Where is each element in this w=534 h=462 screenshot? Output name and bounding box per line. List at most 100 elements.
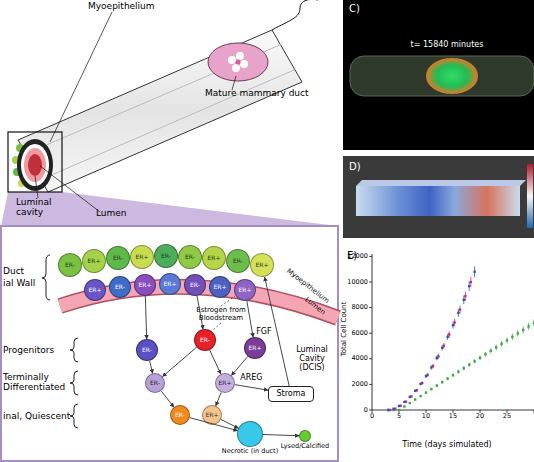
zoom-square (8, 132, 62, 192)
epithelial-cell: ER- (184, 274, 206, 296)
receptor-label: ER- (65, 262, 75, 268)
progenitor-cell: ER- (194, 329, 216, 351)
tick-label: 6000 (340, 330, 368, 337)
lineage-arrow (161, 391, 174, 407)
lineage-arrow (150, 361, 153, 374)
receptor-label: ER+ (239, 287, 252, 293)
annotation-label: Luminal cavity (16, 197, 61, 218)
differentiated-cell: ER- (145, 373, 165, 393)
simulation-panel (343, 0, 534, 150)
stroma-box: Stroma (268, 386, 314, 402)
tick-label: 10 (416, 413, 436, 420)
receptor-label: ER- (150, 380, 160, 386)
receptor-label: ER- (200, 337, 210, 343)
lineage-arrow (235, 385, 268, 391)
render-bar-top (356, 180, 526, 186)
annotation-label: Lumen (96, 208, 136, 218)
brace (70, 338, 78, 362)
duct-tube (18, 30, 302, 192)
lineage-arrow (263, 434, 299, 435)
duct-ring (17, 139, 53, 191)
tick-label: 2000 (340, 381, 368, 388)
duct-ring (21, 144, 49, 186)
receptor-label: ER+ (249, 345, 262, 351)
receptor-label: ER+ (139, 282, 152, 288)
duct-tumor-blob (208, 43, 268, 81)
annotation-label: Mature mammary duct (205, 88, 315, 98)
cell-caption: Necrotic (in duct) (222, 448, 278, 455)
cell-dot (232, 64, 240, 72)
receptor-label: ER- (175, 412, 185, 418)
epithelial-cell: ER- (58, 253, 82, 277)
lineage-arrow (232, 356, 248, 375)
annotation-label: ial Wall (3, 278, 48, 288)
colorbar (527, 164, 533, 228)
zoom-wedge (1, 192, 338, 226)
cell-caption: Lysed/Calcified (281, 443, 330, 450)
receptor-label: ER+ (88, 258, 101, 264)
signal-label: FGF (256, 328, 271, 336)
annotation-label: Duct (3, 266, 48, 276)
lineage-arrow (216, 392, 221, 405)
lineage-arrow (247, 301, 253, 337)
epithelial-cell: ER+ (159, 273, 181, 295)
brace (70, 404, 78, 428)
epithelial-cell: ER- (109, 276, 131, 298)
cell-dot (228, 56, 236, 64)
receptor-label: ER- (142, 347, 152, 353)
tick-label: 0 (340, 407, 368, 414)
lysed-cell: Lysed/Calcified (299, 430, 311, 442)
epithelial-cell: ER- (154, 244, 178, 268)
annotation-label: Myoepithelium (88, 1, 168, 11)
data-points (387, 266, 534, 411)
leader-line (35, 176, 38, 198)
tick-label: 0 (362, 413, 382, 420)
panel-letter: C) (349, 3, 369, 15)
differentiated-cell: ER+ (215, 373, 235, 393)
tick-label: 15 (443, 413, 463, 420)
box-label: Stroma (277, 390, 306, 398)
quiescent-cell: ER+ (202, 405, 222, 425)
annotation-label: t= 15840 minutes (392, 40, 502, 49)
receptor-label: ER+ (89, 287, 102, 293)
tick-label: 5 (389, 413, 409, 420)
receptor-label: ER+ (219, 380, 232, 386)
epithelial-cell: ER+ (82, 249, 106, 273)
necrotic-cell: Necrotic (in duct) (237, 421, 263, 447)
axis-ticks (369, 256, 534, 413)
annotation-label: Progenitors (3, 345, 69, 355)
annotation-label: Estrogen from Bloodstream (192, 306, 250, 322)
annotation-label: Luminal Cavity (DCIS) (288, 345, 336, 373)
lineage-arrow (163, 347, 197, 376)
receptor-label: ER+ (164, 281, 177, 287)
cell-dot (236, 52, 244, 60)
receptor-label: ER- (185, 254, 195, 260)
lineage-arrow (210, 350, 221, 374)
tick-label: 4000 (340, 355, 368, 362)
receptor-label: ER+ (208, 255, 221, 261)
duct-inner-line (40, 70, 294, 180)
tick-label: 12000 (340, 253, 368, 260)
lineage-arrow (221, 419, 238, 428)
estrogen-dotted-line (212, 323, 221, 331)
epithelial-cell: ER+ (134, 274, 156, 296)
receptor-label: ER+ (206, 412, 219, 418)
epithelial-cell: ER+ (209, 276, 231, 298)
panel-letter: D) (349, 161, 369, 173)
lineage-arrow (145, 296, 146, 339)
annotation-label: Total Cell Count (340, 289, 348, 369)
duct-curl (272, 0, 318, 30)
annotation-label: Terminally Differentiated (3, 372, 71, 393)
receptor-label: ER+ (256, 262, 269, 268)
tick-label: 20 (470, 413, 490, 420)
inset-box (1, 226, 338, 461)
duct-ring (28, 154, 42, 176)
render-bar (356, 186, 520, 216)
cell-dot (236, 60, 241, 65)
brace (70, 371, 78, 395)
receptor-label: ER- (115, 284, 125, 290)
receptor-label: ER+ (136, 254, 149, 260)
